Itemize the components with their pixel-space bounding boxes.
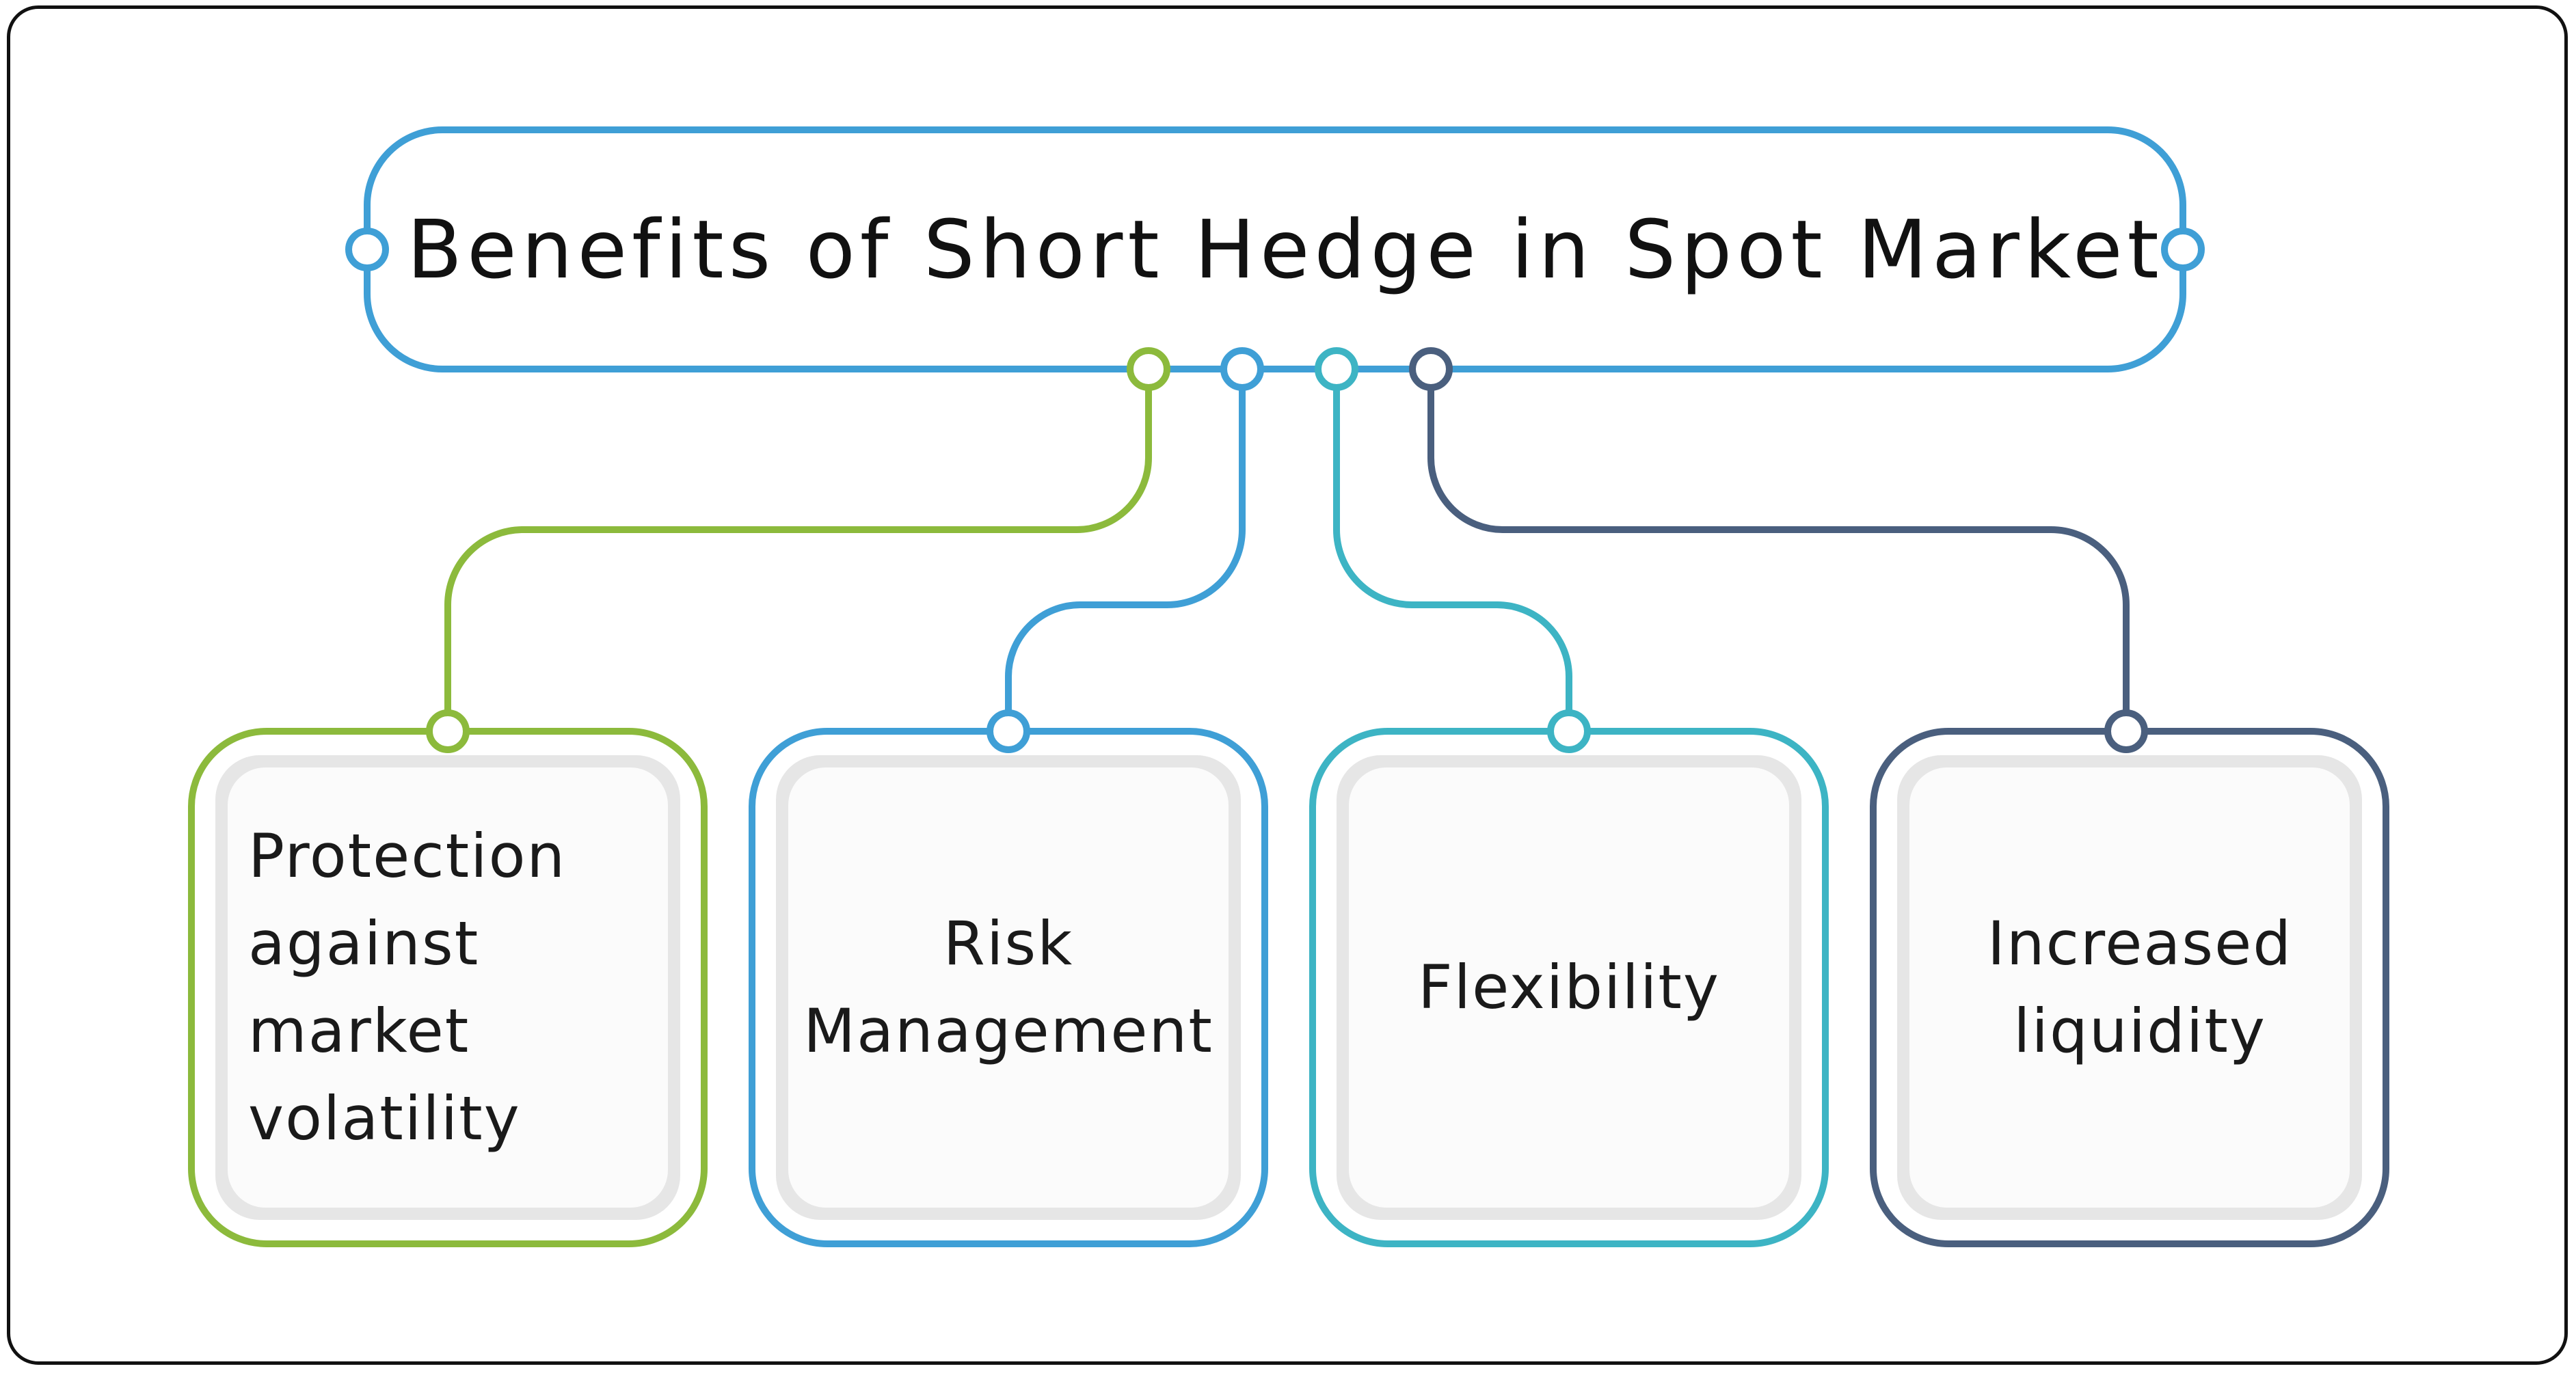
connector-risk-management (1170, 369, 1242, 530)
card-protection-label: Protection against market volatility (248, 821, 567, 1154)
diagram-title: Benefits of Short Hedge in Spot Market (407, 202, 2164, 297)
node-card-risk-management (987, 709, 1030, 753)
connector-liquidity (1427, 369, 2130, 731)
card-risk-management-label: Risk Management (803, 908, 1213, 1066)
card-flexibility-label: Flexibility (1418, 952, 1720, 1022)
node-card-liquidity (2104, 709, 2148, 753)
node-top-flexibility (1315, 347, 1358, 391)
outer-frame (7, 5, 2568, 1365)
card-liquidity-label: Increased liquidity (1987, 908, 2293, 1066)
node-top-liquidity (1409, 347, 1453, 391)
card-flexibility-inner (1349, 767, 1789, 1208)
node-card-flexibility (1547, 709, 1591, 753)
card-risk-management-inner (788, 767, 1229, 1208)
node-top-protection (1127, 347, 1170, 391)
title-frame-right-node (2161, 228, 2205, 271)
connector-risk-management-line (1005, 369, 1246, 731)
connector-flexibility (1333, 369, 1572, 731)
card-liquidity-inner (1909, 767, 2350, 1208)
card-protection-inner (228, 767, 668, 1208)
connector-protection (444, 369, 1152, 731)
title-frame-left-node (345, 228, 389, 271)
node-card-protection (426, 709, 470, 753)
node-top-risk-management (1220, 347, 1264, 391)
